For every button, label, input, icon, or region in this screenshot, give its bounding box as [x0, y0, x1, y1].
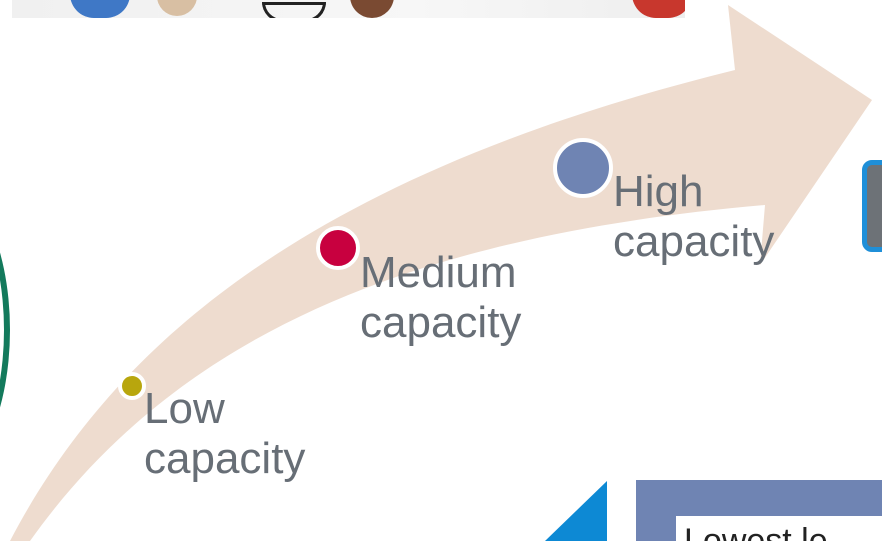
photo-person-red-shirt — [632, 0, 685, 18]
photo-person-blue-shirt — [70, 0, 130, 18]
stage-label-high: High capacity — [613, 167, 774, 267]
stage-label-low-line2: capacity — [144, 434, 306, 483]
stage-dot-medium — [316, 226, 360, 270]
stage-dot-high — [553, 138, 613, 198]
stage-dot-low — [118, 372, 146, 400]
stage-label-medium-line1: Medium — [360, 248, 517, 297]
stage-label-low-line1: Low — [144, 384, 225, 433]
stage-label-low: Low capacity — [144, 384, 305, 484]
right-edge-box — [862, 160, 882, 252]
photo-hand — [157, 0, 197, 16]
stage-label-medium-line2: capacity — [360, 298, 522, 347]
growth-arrow-shape — [10, 5, 872, 541]
photo-hand-dark — [350, 0, 394, 18]
bottom-panel-text: Lowest le — [684, 522, 828, 541]
bottom-panel-text-box: Lowest le — [676, 516, 882, 541]
stage-label-high-line2: capacity — [613, 217, 775, 266]
stage-label-high-line1: High — [613, 167, 704, 216]
header-photo — [12, 0, 685, 18]
stage-label-medium: Medium capacity — [360, 248, 521, 348]
blue-triangle-shape — [545, 481, 607, 541]
